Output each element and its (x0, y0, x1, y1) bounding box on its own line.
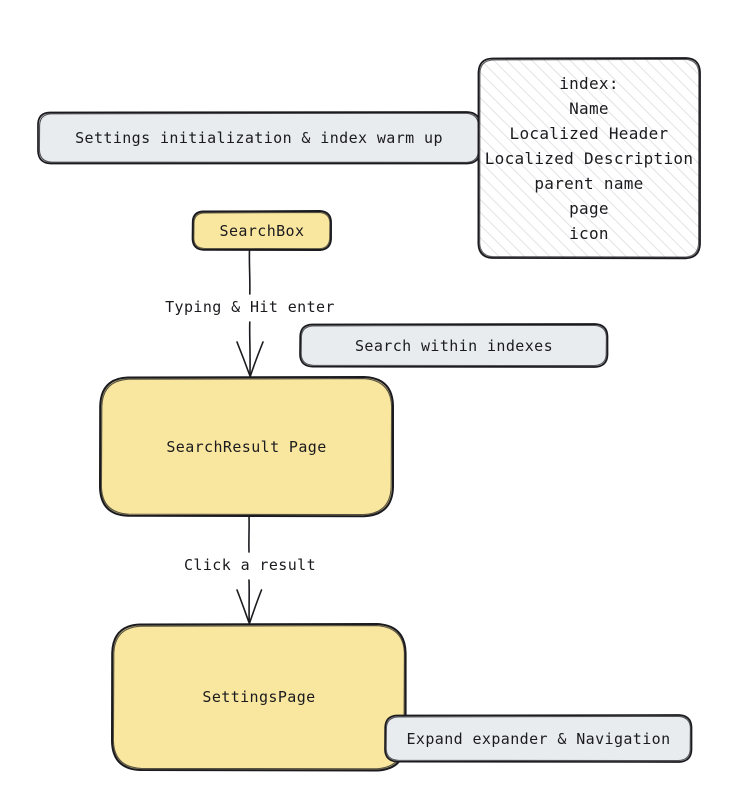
edge-searchbox-to-searchresult (236, 249, 264, 378)
edge-searchresult-to-settingspage (236, 515, 263, 625)
node-search-within-indexes[interactable] (299, 323, 609, 368)
node-settings-init[interactable] (37, 111, 481, 165)
node-search-result-page[interactable] (99, 376, 394, 518)
node-index[interactable] (477, 57, 701, 260)
node-expand-expander[interactable] (384, 714, 693, 763)
node-settings-page[interactable] (111, 623, 407, 772)
node-search-box[interactable] (191, 210, 332, 251)
